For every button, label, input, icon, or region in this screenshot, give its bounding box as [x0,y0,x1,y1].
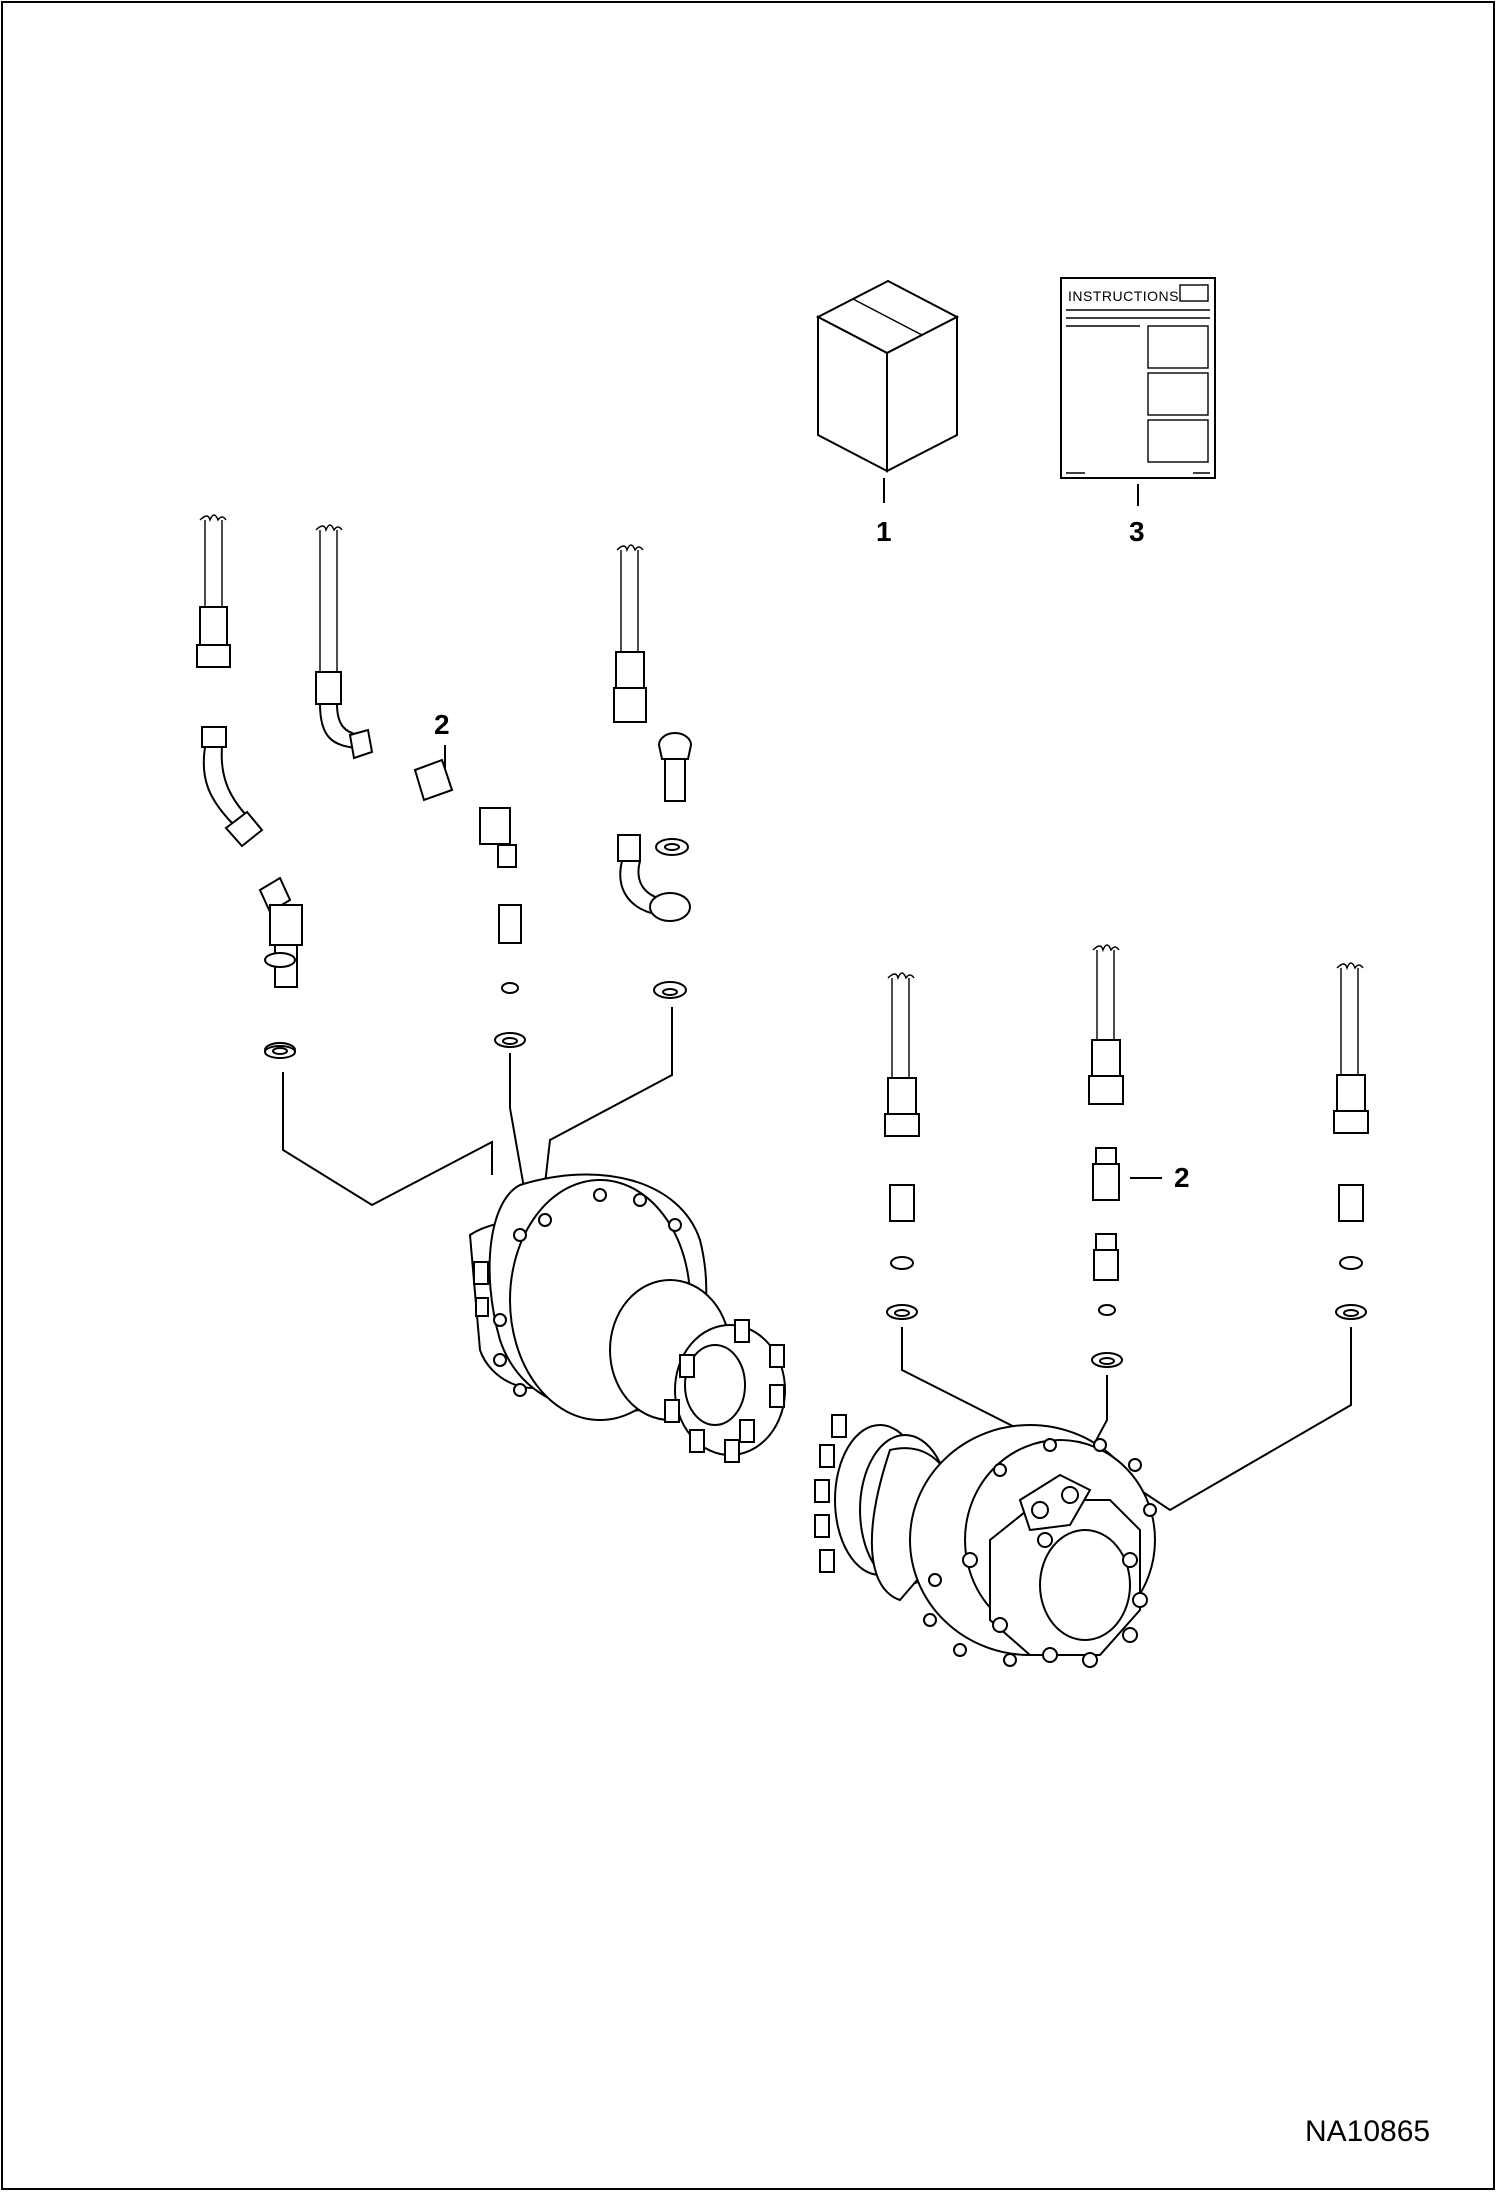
right-hose-b [1088,944,1124,1368]
right-leader-a [901,1327,1061,1451]
instructions-label: INSTRUCTIONS [1068,288,1179,304]
callout-2-left: 2 [434,709,450,740]
right-hose-a [884,972,920,1320]
left-hose-c [613,544,693,999]
callout-2-right: 2 [1174,1162,1190,1193]
left-leader-a [282,1072,493,1207]
left-hose-b [315,524,526,1048]
left-drive-motor [468,1173,786,1463]
kit-box-illustration [815,279,960,503]
right-drive-motor [814,1414,1157,1668]
right-hose-c [1333,962,1369,1320]
figure-id: NA10865 [1305,2115,1430,2148]
callout-3: 3 [1129,516,1145,547]
instructions-sheet-illustration [1060,277,1216,506]
left-hose-a [196,514,303,1059]
callout-1: 1 [876,516,892,547]
right-leader-c [1109,1327,1352,1512]
